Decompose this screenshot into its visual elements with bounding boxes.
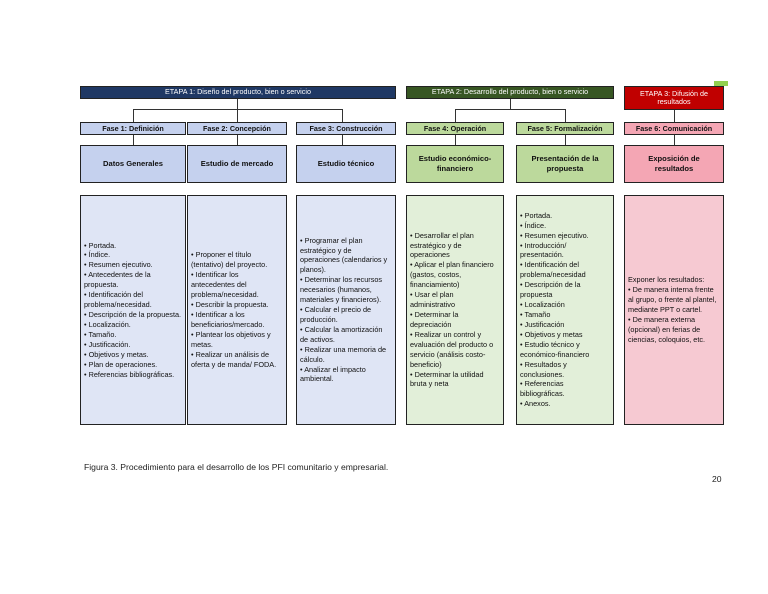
- list-item: Realizar una memoria de cálculo.: [300, 345, 392, 365]
- list-item: Portada.: [84, 241, 182, 251]
- phase-2-label: Fase 2: Concepción: [187, 122, 287, 135]
- list-item: Referencias bibliográficas.: [84, 370, 182, 380]
- list-item: Objetivos y metas.: [84, 350, 182, 360]
- list-item: Aplicar el plan financiero (gastos, cost…: [410, 260, 500, 290]
- list-item: Tamaño: [520, 310, 610, 320]
- stage-3-header: ETAPA 3: Difusión de resultados: [624, 86, 724, 110]
- connector: [342, 109, 343, 122]
- connector: [674, 110, 675, 122]
- connector: [510, 99, 511, 109]
- phase-6-title: Exposición de resultados: [624, 145, 724, 183]
- page-number: 20: [712, 474, 722, 484]
- list-item: Determinar la depreciación: [410, 310, 500, 330]
- list-item: Identificación del problema/necesidad: [520, 260, 610, 280]
- connector: [342, 135, 343, 145]
- phase-2-title: Estudio de mercado: [187, 145, 287, 183]
- list-item: Índice.: [520, 221, 610, 231]
- list-item: Portada.: [520, 211, 610, 221]
- phase-5-label: Fase 5: Formalización: [516, 122, 614, 135]
- list-item: Objetivos y metas: [520, 330, 610, 340]
- connector: [237, 109, 238, 122]
- list-item: Anexos.: [520, 399, 610, 409]
- list-item: De manera externa (opcional) en ferias d…: [628, 315, 720, 345]
- phase-3-title: Estudio técnico: [296, 145, 396, 183]
- connector: [455, 109, 456, 122]
- list-item: Identificar a los beneficiarios/mercado.: [191, 310, 283, 330]
- list-item: Analizar el impacto ambiental.: [300, 365, 392, 385]
- stage-1-header: ETAPA 1: Diseño del producto, bien o ser…: [80, 86, 396, 99]
- list-item: Calcular el precio de producción.: [300, 305, 392, 325]
- connector: [455, 135, 456, 145]
- list-item: Plantear los objetivos y metas.: [191, 330, 283, 350]
- list-item: Descripción de la propuesta: [520, 280, 610, 300]
- list-item: Resumen ejecutivo.: [84, 260, 182, 270]
- phase-1-title: Datos Generales: [80, 145, 186, 183]
- list-item: Referencias bibliográficas.: [520, 379, 610, 399]
- stage-2-header: ETAPA 2: Desarrollo del producto, bien o…: [406, 86, 614, 99]
- list-item: Descripción de la propuesta.: [84, 310, 182, 320]
- list-item: Antecedentes de la propuesta.: [84, 270, 182, 290]
- stage-3-accent-bar: [714, 81, 728, 86]
- phase-4-title: Estudio económico-financiero: [406, 145, 504, 183]
- list-item: De manera interna frente al grupo, o fre…: [628, 285, 720, 315]
- list-item: Justificación: [520, 320, 610, 330]
- connector: [237, 135, 238, 145]
- phase-2-content: Proponer el título (tentativo) del proye…: [187, 195, 287, 425]
- connector: [133, 109, 134, 122]
- phase-5-content: Portada. Índice. Resumen ejecutivo. Intr…: [516, 195, 614, 425]
- phase-4-label: Fase 4: Operación: [406, 122, 504, 135]
- list-item: Desarrollar el plan estratégico y de ope…: [410, 231, 500, 261]
- list-item: Localización.: [84, 320, 182, 330]
- phase-1-content: Portada. Índice. Resumen ejecutivo. Ante…: [80, 195, 186, 425]
- list-item: Tamaño.: [84, 330, 182, 340]
- phase-5-title: Presentación de la propuesta: [516, 145, 614, 183]
- list-item: Determinar los recursos necesarios (huma…: [300, 275, 392, 305]
- list-item: Introducción/ presentación.: [520, 241, 610, 261]
- phase-4-content: Desarrollar el plan estratégico y de ope…: [406, 195, 504, 425]
- list-item: Proponer el título (tentativo) del proye…: [191, 250, 283, 270]
- connector: [455, 109, 565, 110]
- phase-1-label: Fase 1: Definición: [80, 122, 186, 135]
- phase-6-intro: Exponer los resultados:: [628, 275, 705, 285]
- list-item: Determinar la utilidad bruta y neta: [410, 370, 500, 390]
- list-item: Resumen ejecutivo.: [520, 231, 610, 241]
- connector: [237, 99, 238, 109]
- list-item: Realizar un análisis de oferta y de mand…: [191, 350, 283, 370]
- list-item: Realizar un control y evaluación del pro…: [410, 330, 500, 370]
- list-item: Identificación del problema/necesidad.: [84, 290, 182, 310]
- list-item: Programar el plan estratégico y de opera…: [300, 236, 392, 276]
- phase-3-label: Fase 3: Construcción: [296, 122, 396, 135]
- list-item: Estudio técnico y económico-financiero: [520, 340, 610, 360]
- list-item: Identificar los antecedentes del problem…: [191, 270, 283, 300]
- list-item: Justificación.: [84, 340, 182, 350]
- phase-3-content: Programar el plan estratégico y de opera…: [296, 195, 396, 425]
- list-item: Índice.: [84, 250, 182, 260]
- list-item: Plan de operaciones.: [84, 360, 182, 370]
- list-item: Describir la propuesta.: [191, 300, 283, 310]
- phase-6-content: Exponer los resultados: De manera intern…: [624, 195, 724, 425]
- connector: [565, 109, 566, 122]
- list-item: Resultados y conclusiones.: [520, 360, 610, 380]
- list-item: Calcular la amortización de activos.: [300, 325, 392, 345]
- list-item: Usar el plan administrativo: [410, 290, 500, 310]
- figure-caption: Figura 3. Procedimiento para el desarrol…: [84, 462, 389, 472]
- connector: [674, 135, 675, 145]
- list-item: Localización: [520, 300, 610, 310]
- phase-6-label: Fase 6: Comunicación: [624, 122, 724, 135]
- connector: [565, 135, 566, 145]
- connector: [133, 135, 134, 145]
